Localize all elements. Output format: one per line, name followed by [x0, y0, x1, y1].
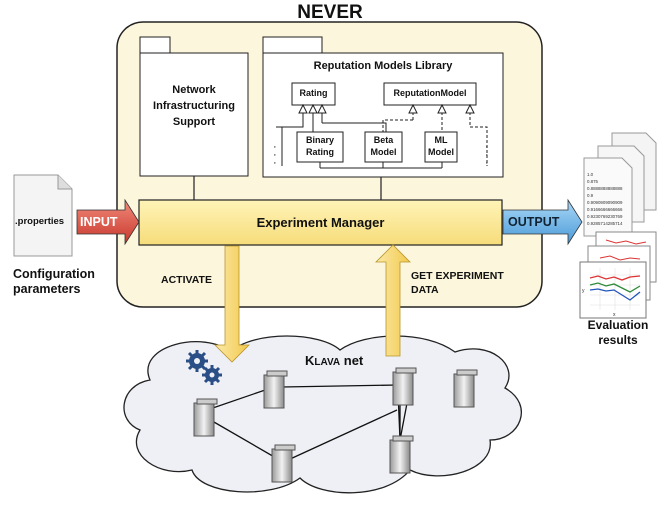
properties-file-icon: [13, 174, 73, 257]
report-document-stack: [583, 132, 657, 237]
get-data-label: GET EXPERIMENT DATA: [411, 269, 504, 297]
experiment-manager-box: [138, 199, 503, 246]
network-label-line2: Infrastructuring: [153, 100, 235, 112]
ml-model-line2: Model: [428, 147, 454, 157]
klava-net-label-suffix: net: [340, 353, 364, 368]
never-title: NEVER: [297, 2, 363, 23]
ellipsis-left-2: ·: [273, 149, 277, 161]
experiment-manager-label: Experiment Manager: [256, 215, 385, 230]
klava-net-label-smallcaps: LAVA: [314, 357, 341, 368]
report-value-line: 0.9285714285714: [587, 221, 623, 226]
binary-rating-class-label: Binary Rating: [297, 134, 343, 158]
get-data-line2: DATA: [411, 284, 439, 296]
gear-icon: [186, 350, 222, 385]
klava-net-label: KLAVA net: [305, 353, 363, 368]
reputation-model-class: [383, 82, 477, 106]
report-value-line: 1.0: [587, 172, 594, 177]
report-value-line: 0.9: [587, 193, 594, 198]
network-package: [139, 52, 249, 177]
server-icon: [193, 398, 218, 437]
activate-label: ACTIVATE: [161, 274, 212, 286]
server-icon: [392, 367, 417, 406]
ellipsis-right-3: ·: [485, 157, 489, 169]
ml-model-line1: ML: [434, 135, 448, 145]
ellipsis-left-3: ·: [273, 157, 277, 169]
report-value-line: 0.9230769230769: [587, 214, 623, 219]
rating-class-label: Rating: [299, 88, 328, 98]
report-value-line: 0.9090909090909: [587, 200, 623, 205]
chart-x-axis-label: x: [613, 312, 616, 318]
config-caption-line1: Configuration: [13, 267, 95, 281]
output-arrow-label: OUTPUT: [508, 215, 560, 229]
beta-model-class-label: Beta Model: [365, 134, 402, 158]
reputation-model-class-label: ReputationModel: [393, 88, 467, 98]
network-label-line3: Support: [172, 116, 216, 128]
generalization-heads: [298, 103, 475, 114]
get-data-line1: GET EXPERIMENT: [411, 270, 504, 282]
properties-file-label: .properties: [15, 216, 65, 227]
server-icon: [389, 435, 414, 474]
server-icon: [271, 444, 296, 483]
report-value-line: 0.8888888888888: [587, 186, 623, 191]
binary-rating-line2: Rating: [306, 147, 334, 157]
evaluation-line2: results: [598, 333, 638, 347]
evaluation-results-label: Evaluation results: [578, 318, 658, 348]
report-values: 1.0 0.875 0.8888888888888 0.9 0.909090909090…: [587, 172, 623, 226]
network-package-tab: [139, 36, 171, 54]
ellipsis-right: ·: [485, 141, 489, 153]
klava-net-label-prefix: K: [305, 353, 315, 368]
library-title: Reputation Models Library: [313, 60, 453, 72]
config-caption-line2: parameters: [13, 282, 81, 296]
report-value-line: 0.9166666666666: [587, 207, 623, 212]
server-icon: [263, 370, 288, 409]
report-value-line: 0.875: [587, 179, 599, 184]
ml-model-class: [424, 131, 458, 163]
binary-rating-class: [296, 131, 344, 163]
network-package-label: Network Infrastructuring Support: [140, 82, 248, 130]
klava-net-cloud: [123, 335, 522, 494]
chart-y-axis-label: y: [582, 288, 585, 294]
beta-model-line1: Beta: [373, 135, 394, 145]
network-label-line1: Network: [172, 84, 216, 96]
ellipsis-left: ·: [273, 141, 277, 153]
ml-model-class-label: ML Model: [425, 134, 457, 158]
beta-model-line2: Model: [370, 147, 397, 157]
server-icon: [453, 369, 478, 408]
library-package-tab: [262, 36, 323, 54]
binary-rating-line1: Binary: [305, 135, 334, 145]
get-data-arrow: [375, 244, 411, 357]
ellipsis-right-2: ·: [485, 149, 489, 161]
beta-model-class: [364, 131, 403, 163]
output-arrow: [502, 198, 583, 246]
input-arrow-label: INPUT: [80, 215, 118, 229]
evaluation-line1: Evaluation: [587, 318, 649, 332]
input-arrow: [76, 198, 140, 246]
evaluation-chart-stack: [579, 231, 657, 319]
activate-arrow: [214, 245, 250, 363]
